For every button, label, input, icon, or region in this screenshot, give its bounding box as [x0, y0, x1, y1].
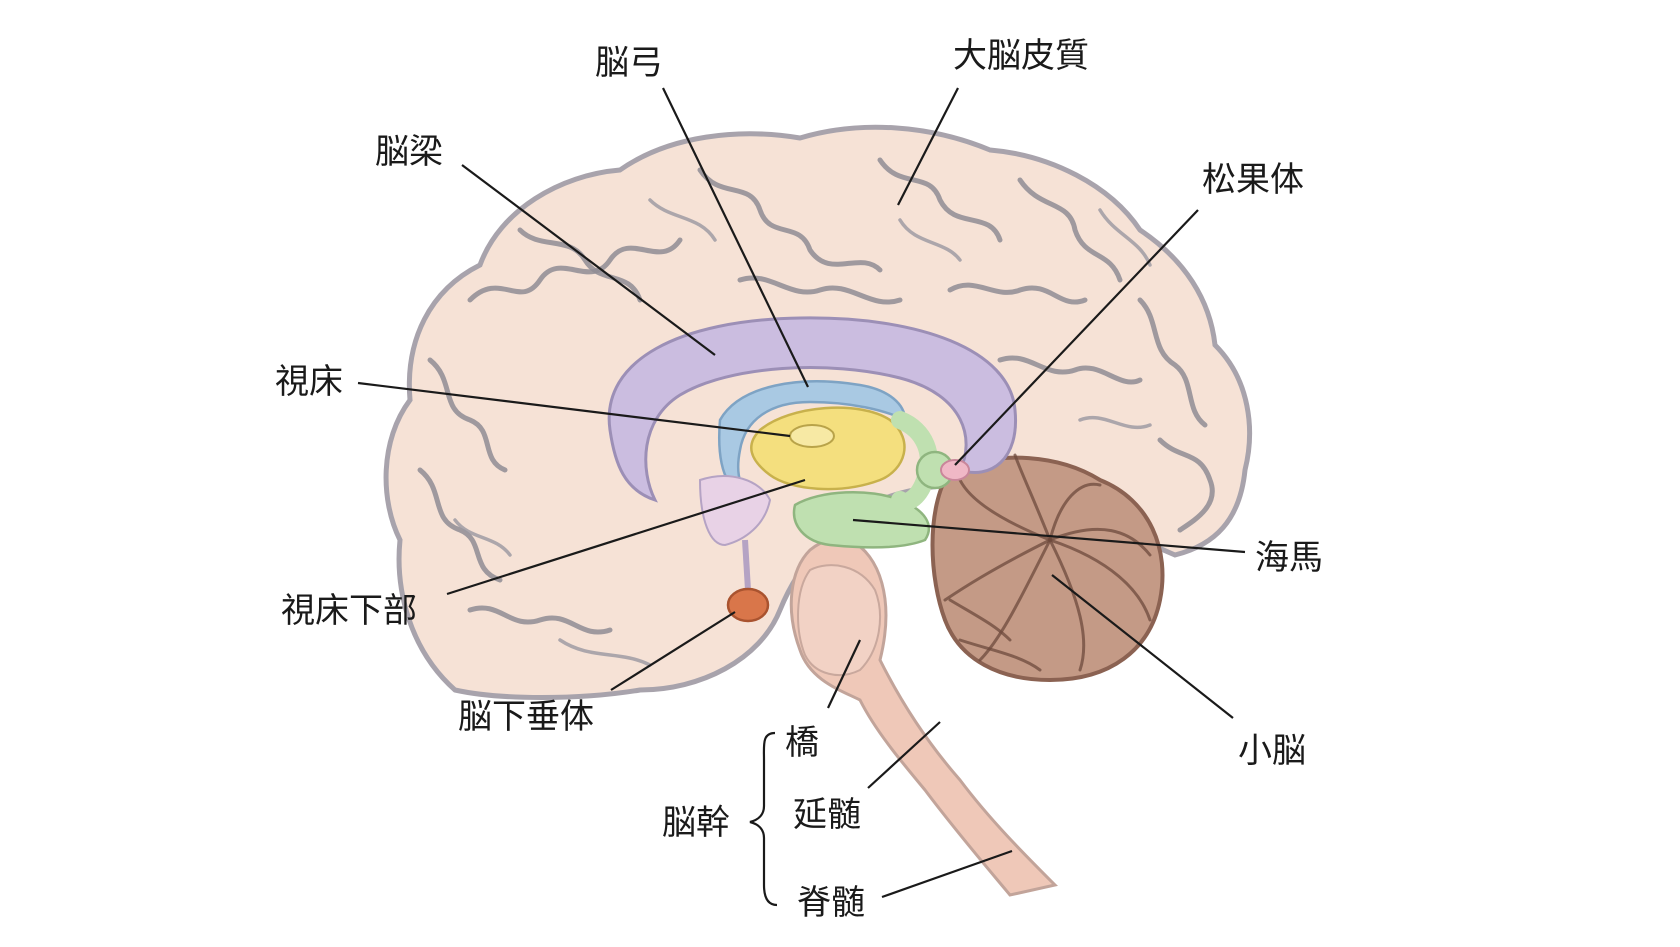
thalamus-shape — [751, 408, 904, 489]
pituitary-stalk — [745, 540, 748, 590]
pituitary-shape — [728, 589, 768, 621]
label-pons: 橋 — [785, 723, 819, 763]
label-thalamus: 視床 — [275, 362, 343, 402]
label-hypothalamus: 視床下部 — [281, 591, 417, 631]
label-brainstem: 脳幹 — [662, 803, 730, 843]
label-corpus-callosum: 脳梁 — [375, 132, 443, 172]
label-cerebral-cortex: 大脳皮質 — [953, 36, 1089, 76]
pons-bulge — [798, 565, 880, 675]
label-fornix: 脳弓 — [595, 43, 663, 83]
label-pituitary: 脳下垂体 — [458, 697, 594, 737]
label-pineal-body: 松果体 — [1202, 160, 1304, 200]
label-medulla: 延髄 — [793, 795, 861, 835]
label-spinal-cord: 脊髄 — [797, 883, 865, 923]
label-hippocampus: 海馬 — [1255, 538, 1323, 578]
massa-intermedia — [790, 425, 834, 447]
brainstem-bracket — [750, 733, 777, 905]
label-cerebellum: 小脳 — [1238, 731, 1306, 771]
pineal-shape — [941, 460, 969, 480]
